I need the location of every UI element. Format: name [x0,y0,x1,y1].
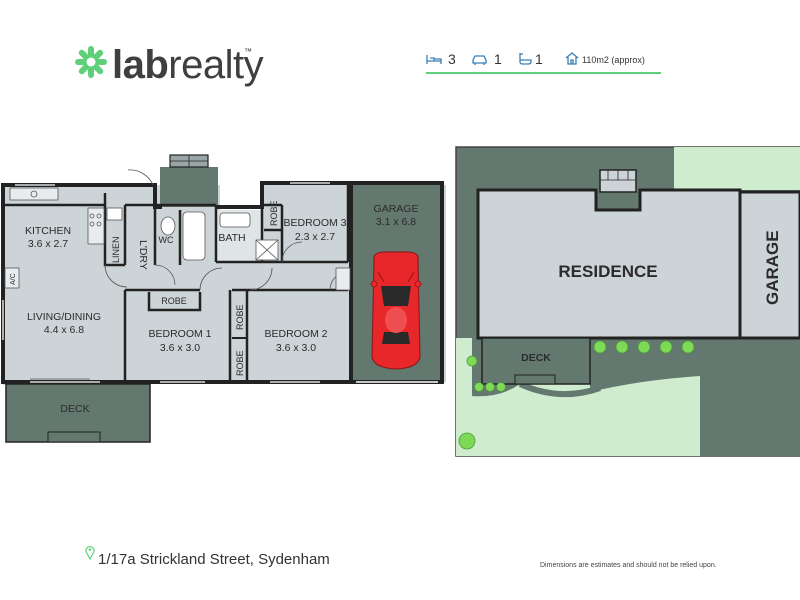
bedroom1-label: BEDROOM 1 [148,328,211,340]
bedroom3-dims: 2.3 x 2.7 [295,231,335,243]
property-address: 1/17a Strickland Street, Sydenham [98,551,330,568]
bedroom2-robe-top-label: ROBE [235,304,245,330]
bedroom2-dims: 3.6 x 3.0 [276,342,316,354]
bedroom2-label: BEDROOM 2 [264,328,327,340]
floor-area: 110m2 (approx) [582,55,645,65]
shrubs [458,340,695,450]
bedroom1-dims: 3.6 x 3.0 [160,342,200,354]
garage-steps [335,267,351,291]
location-pin-icon [85,545,95,561]
living-dining-dims: 4.4 x 6.8 [44,324,84,336]
air-conditioner-unit [4,267,20,289]
kitchen-dims: 3.6 x 2.7 [28,238,68,250]
parking-count: 1 [494,51,502,67]
linen-label: LINEN [111,236,121,263]
bedrooms-count: 3 [448,51,456,67]
floor-plan: A/C KITCHEN 3.6 x 2.7 LIVING/DINING 4.4 … [1,154,450,443]
footer: 1/17a Strickland Street, Sydenham Dimens… [85,545,717,569]
kitchen-label: KITCHEN [25,225,71,237]
bedroom2-robe-bottom-label: ROBE [235,350,245,376]
living-dining-label: LIVING/DINING [27,311,101,323]
car-icon [472,55,487,65]
bath-label: BATH [218,232,245,244]
site-deck-label: DECK [521,352,551,364]
property-stats: 3 1 1 110m2 (approx) [426,51,661,74]
bed-icon [426,55,442,64]
site-lawn-front [456,338,700,456]
house-icon [565,52,579,65]
laundry-label: L'DRY [137,240,149,270]
car-icon-garage [370,251,422,370]
deck-label: DECK [60,403,89,415]
bedroom3-robe-label: ROBE [269,200,279,226]
wc-label: WC [159,235,174,245]
brand-logo[interactable]: labrealty ™ [75,43,264,87]
bedroom3-label: BEDROOM 3 [283,217,346,229]
logo-trademark: ™ [244,47,252,56]
disclaimer: Dimensions are estimates and should not … [540,562,717,569]
garage-label: GARAGE [374,203,419,215]
entry-porch [160,167,218,207]
site-plan: RESIDENCE GARAGE DECK [455,146,800,457]
site-garage-label: GARAGE [763,230,782,305]
svg-text:labrealty: labrealty [112,43,264,87]
logo-asterisk-icon [75,46,107,78]
bedroom1-robe-label: ROBE [161,296,187,306]
deck-steps [47,431,101,443]
garage-dims: 3.1 x 6.8 [376,216,416,228]
bath-icon [519,53,532,65]
site-residence-label: RESIDENCE [558,262,657,281]
logo-bold-text: lab [112,43,168,87]
logo-light-text: realty [168,43,263,87]
site-lawn-top [674,147,800,190]
site-garage [738,190,800,340]
bathroom-fixtures [106,207,279,261]
kitchen-benches [9,187,105,245]
bathrooms-count: 1 [535,51,543,67]
ac-label: A/C [10,273,17,285]
